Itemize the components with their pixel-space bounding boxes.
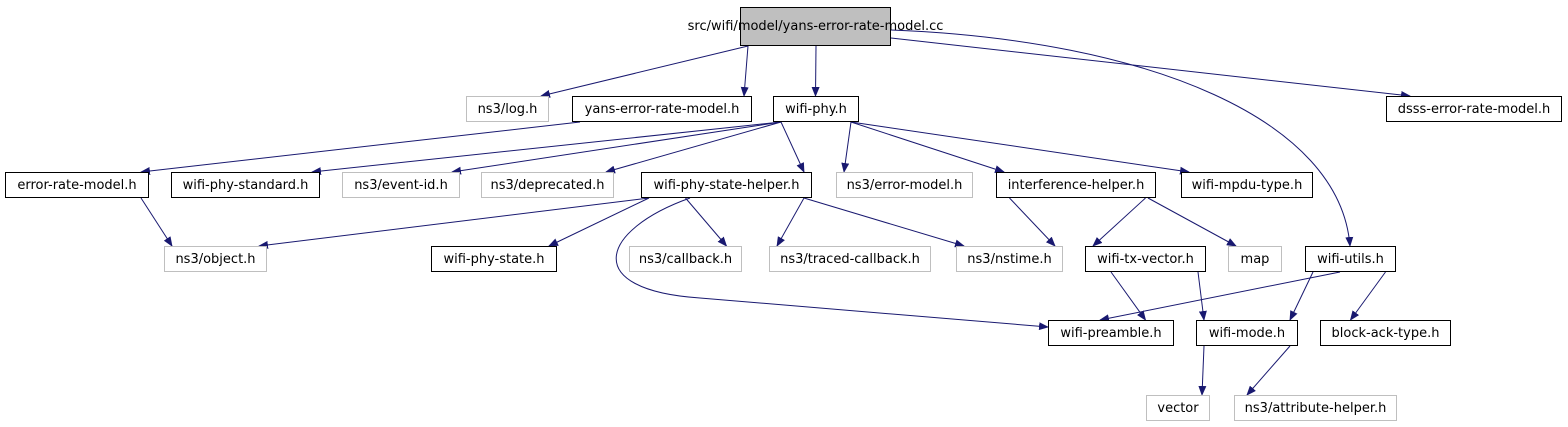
- edge-txvector-to-preamble: [1110, 271, 1147, 321]
- edge-wpsh-to-traced: [776, 197, 805, 247]
- edge-root-to-yans: [740, 45, 749, 97]
- edge-wifiphy-to-ih: [850, 121, 1005, 174]
- node-wifi-utils[interactable]: wifi-utils.h: [1305, 246, 1396, 272]
- edge-erm-to-object: [140, 197, 173, 247]
- node-error-rate-model[interactable]: error-rate-model.h: [5, 172, 149, 198]
- node-ns3-nstime[interactable]: ns3/nstime.h: [956, 246, 1063, 272]
- edge-root-to-utils: [890, 29, 1354, 247]
- edge-wifiphy-to-errormodel: [841, 121, 852, 173]
- edge-root-to-wifiphy: [811, 45, 820, 97]
- node-ns3-traced-callback[interactable]: ns3/traced-callback.h: [769, 246, 931, 272]
- edge-wpsh-to-callback: [685, 197, 728, 247]
- edge-wifiphy-to-eventid: [451, 121, 782, 175]
- edge-wifiphy-to-mpdu: [850, 121, 1190, 175]
- node-wifi-phy-standard[interactable]: wifi-phy-standard.h: [171, 172, 320, 198]
- node-ns3-object[interactable]: ns3/object.h: [164, 246, 267, 272]
- edge-yans-to-erm: [140, 121, 581, 175]
- node-wifi-phy[interactable]: wifi-phy.h: [773, 96, 859, 122]
- edge-root-to-dsss: [890, 37, 1411, 99]
- edge-ih-to-map: [1147, 197, 1237, 247]
- edge-wpsh-to-object: [258, 197, 650, 249]
- node-ns3-callback[interactable]: ns3/callback.h: [629, 246, 742, 272]
- node-ns3-attribute-helper[interactable]: ns3/attribute-helper.h: [1234, 395, 1397, 421]
- edge-wifiphy-to-deprecated: [605, 121, 782, 174]
- node-interference-helper[interactable]: interference-helper.h: [996, 172, 1156, 198]
- edge-layer: [140, 29, 1411, 396]
- root-label-line1: src/wifi/model/yans: [687, 19, 814, 34]
- edge-utils-to-preamble: [1099, 271, 1341, 323]
- node-vector[interactable]: vector: [1146, 395, 1210, 421]
- edge-ih-to-nstime: [1009, 197, 1056, 247]
- node-wifi-preamble[interactable]: wifi-preamble.h: [1048, 320, 1174, 346]
- node-ns3-event-id[interactable]: ns3/event-id.h: [342, 172, 460, 198]
- edge-wpsh-to-preamble: [615, 197, 1049, 331]
- node-ns3-log[interactable]: ns3/log.h: [466, 96, 549, 122]
- node-wifi-phy-state[interactable]: wifi-phy-state.h: [431, 246, 557, 272]
- edge-mode-to-attr: [1246, 345, 1291, 396]
- node-yans-error-rate-model[interactable]: yans-error-rate-model.h: [572, 96, 752, 122]
- edge-utils-to-blockack: [1349, 271, 1386, 321]
- edge-root-to-log: [540, 45, 749, 98]
- node-ns3-deprecated[interactable]: ns3/deprecated.h: [481, 172, 614, 198]
- edge-utils-to-mode: [1289, 271, 1314, 321]
- edge-txvector-to-mode: [1197, 271, 1207, 321]
- root-label-line2: -error-rate-model.cc: [813, 19, 944, 34]
- edge-wpsh-to-wpstate: [548, 197, 650, 247]
- node-map[interactable]: map: [1228, 246, 1282, 272]
- edge-wifiphy-to-wps: [311, 121, 782, 176]
- node-wifi-mpdu-type[interactable]: wifi-mpdu-type.h: [1181, 172, 1313, 198]
- edge-wpsh-to-nstime: [803, 197, 965, 248]
- edge-wifiphy-to-wpsh: [780, 121, 805, 173]
- node-ns3-error-model[interactable]: ns3/error-model.h: [836, 172, 973, 198]
- node-dsss-error-rate-model[interactable]: dsss-error-rate-model.h: [1386, 96, 1562, 122]
- node-wifi-phy-state-helper[interactable]: wifi-phy-state-helper.h: [641, 172, 812, 198]
- node-root-file[interactable]: src/wifi/model/yans -error-rate-model.cc: [688, 7, 943, 46]
- node-block-ack-type[interactable]: block-ack-type.h: [1320, 320, 1451, 346]
- node-wifi-tx-vector[interactable]: wifi-tx-vector.h: [1085, 246, 1206, 272]
- edge-ih-to-txvector: [1092, 197, 1146, 247]
- edge-mode-to-vector: [1198, 345, 1207, 396]
- node-wifi-mode[interactable]: wifi-mode.h: [1196, 320, 1298, 346]
